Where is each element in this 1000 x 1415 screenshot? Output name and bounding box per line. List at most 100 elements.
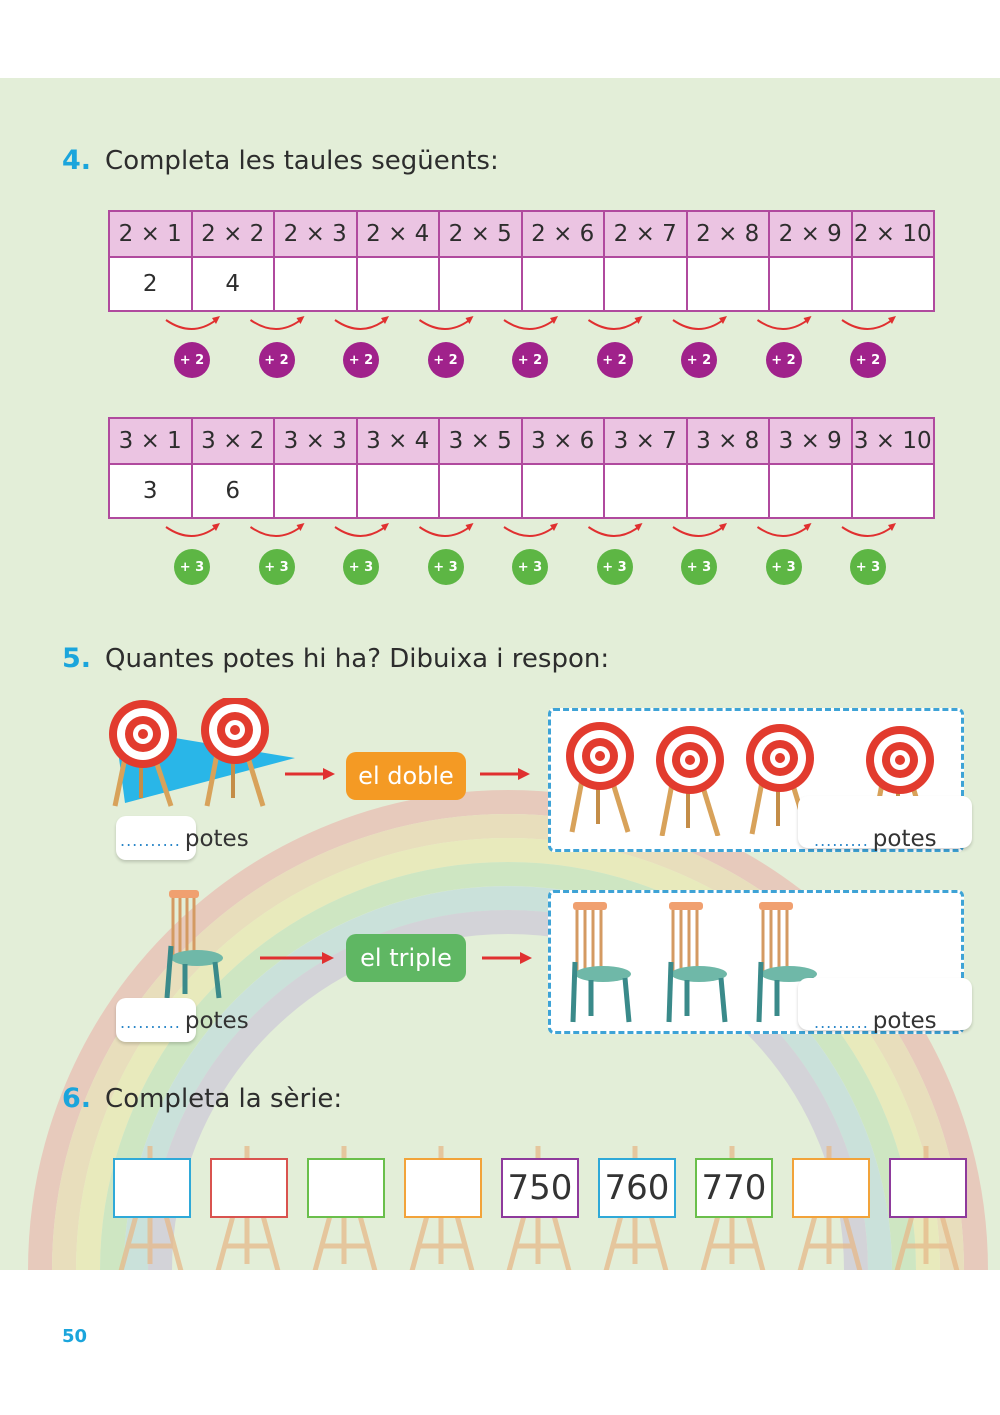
step-bubble: + 2 <box>596 342 633 378</box>
answer-tag <box>798 978 972 1030</box>
curved-arrow <box>503 526 555 537</box>
answer-cell[interactable] <box>603 463 688 519</box>
header-cell: 2 × 5 <box>438 210 523 258</box>
header-cell: 3 × 1 <box>108 417 193 465</box>
header-cell: 2 × 3 <box>273 210 358 258</box>
answer-cell[interactable] <box>850 256 935 312</box>
section-5-heading: 5.Quantes potes hi ha? Dibuixa i respon: <box>62 643 609 674</box>
header-cell: 3 × 6 <box>520 417 605 465</box>
series-blank-box[interactable] <box>210 1158 288 1218</box>
answer-cell[interactable] <box>520 256 605 312</box>
answer-blank[interactable]: ......... <box>814 831 869 850</box>
curved-arrow <box>418 319 471 330</box>
step-bubble: + 3 <box>343 549 379 585</box>
legs-word: potes <box>184 826 249 852</box>
easel: 770 <box>695 1146 773 1270</box>
arrow-head <box>465 316 474 324</box>
curved-arrow <box>587 319 640 330</box>
answer-cell: 6 <box>190 463 275 519</box>
series-blank-box[interactable] <box>113 1158 191 1218</box>
header-cell: 3 × 8 <box>685 417 770 465</box>
header-cell: 2 × 10 <box>850 210 935 258</box>
answer-cell[interactable] <box>685 463 770 519</box>
header-cell: 2 × 1 <box>108 210 193 258</box>
curved-arrow <box>165 526 217 537</box>
answer-cell[interactable] <box>768 256 853 312</box>
easel <box>792 1146 870 1270</box>
left-legs-label: ..........potes <box>120 1008 249 1034</box>
step-bubble: + 3 <box>512 549 548 585</box>
curved-arrow <box>334 526 386 537</box>
chair-icon <box>570 902 632 1023</box>
answer-blank[interactable]: .......... <box>120 831 181 850</box>
arrow-head <box>212 523 220 531</box>
step-bubble: + 3 <box>681 549 717 585</box>
step-bubble: + 3 <box>596 549 633 585</box>
header-cell: 2 × 4 <box>355 210 440 258</box>
target-icon <box>566 722 634 833</box>
series-value-box: 770 <box>695 1158 773 1218</box>
answer-cell[interactable] <box>603 256 688 312</box>
arrow-right-icon <box>482 952 532 964</box>
left-legs-label: ..........potes <box>120 826 249 852</box>
header-cell: 3 × 9 <box>768 417 853 465</box>
answer-cell[interactable] <box>355 256 440 312</box>
answer-tag <box>798 796 972 848</box>
step-bubble: + 2 <box>681 342 717 378</box>
easel: 760 <box>598 1146 676 1270</box>
answer-cell[interactable] <box>768 463 853 519</box>
answer-cell[interactable] <box>520 463 605 519</box>
curved-arrow <box>334 319 386 330</box>
answer-cell[interactable] <box>850 463 935 519</box>
series-value-box: 750 <box>501 1158 579 1218</box>
step-bubble: + 2 <box>174 342 210 378</box>
series-blank-box[interactable] <box>889 1158 967 1218</box>
answer-cell[interactable] <box>273 256 358 312</box>
step-bubble: + 2 <box>427 342 464 378</box>
legs-word: potes <box>872 826 937 852</box>
step-bubble: + 3 <box>427 549 464 585</box>
arrow-head <box>212 316 220 324</box>
curved-arrow <box>672 526 724 537</box>
right-legs-label: .........potes <box>814 826 937 852</box>
answer-cell[interactable] <box>438 463 523 519</box>
answer-cell[interactable] <box>438 256 523 312</box>
step-bubble: + 3 <box>174 549 210 585</box>
section-4-title: Completa les taules següents: <box>105 146 499 176</box>
step-bubble: + 2 <box>343 342 379 378</box>
curved-arrow <box>418 526 471 537</box>
page-number: 50 <box>62 1326 88 1347</box>
curved-arrow <box>672 319 724 330</box>
series-blank-box[interactable] <box>307 1158 385 1218</box>
curved-arrow <box>503 319 555 330</box>
easel-stand-icon <box>409 1146 475 1270</box>
answer-cell[interactable] <box>273 463 358 519</box>
curved-arrow <box>587 526 640 537</box>
header-cell: 3 × 4 <box>355 417 440 465</box>
answer-cell[interactable] <box>685 256 770 312</box>
easel <box>307 1146 385 1270</box>
header-cell: 2 × 9 <box>768 210 853 258</box>
header-cell: 3 × 2 <box>190 417 275 465</box>
series-blank-box[interactable] <box>792 1158 870 1218</box>
curved-arrow <box>756 526 809 537</box>
curved-arrow <box>165 319 217 330</box>
arrow-head <box>296 316 305 324</box>
step-bubble: + 3 <box>765 549 802 585</box>
three-chairs-illustration <box>570 902 818 1023</box>
answer-cloud <box>116 998 196 1042</box>
series-value-box: 760 <box>598 1158 676 1218</box>
legs-word: potes <box>184 1008 249 1034</box>
arrow-head <box>803 523 812 531</box>
answer-blank[interactable]: .......... <box>120 1013 181 1032</box>
series-blank-box[interactable] <box>404 1158 482 1218</box>
answer-blank[interactable]: ......... <box>814 1013 869 1032</box>
chair-icon <box>164 890 223 999</box>
operation-triple: el triple <box>346 934 466 982</box>
arrow-head <box>634 523 643 531</box>
answer-cell[interactable] <box>355 463 440 519</box>
